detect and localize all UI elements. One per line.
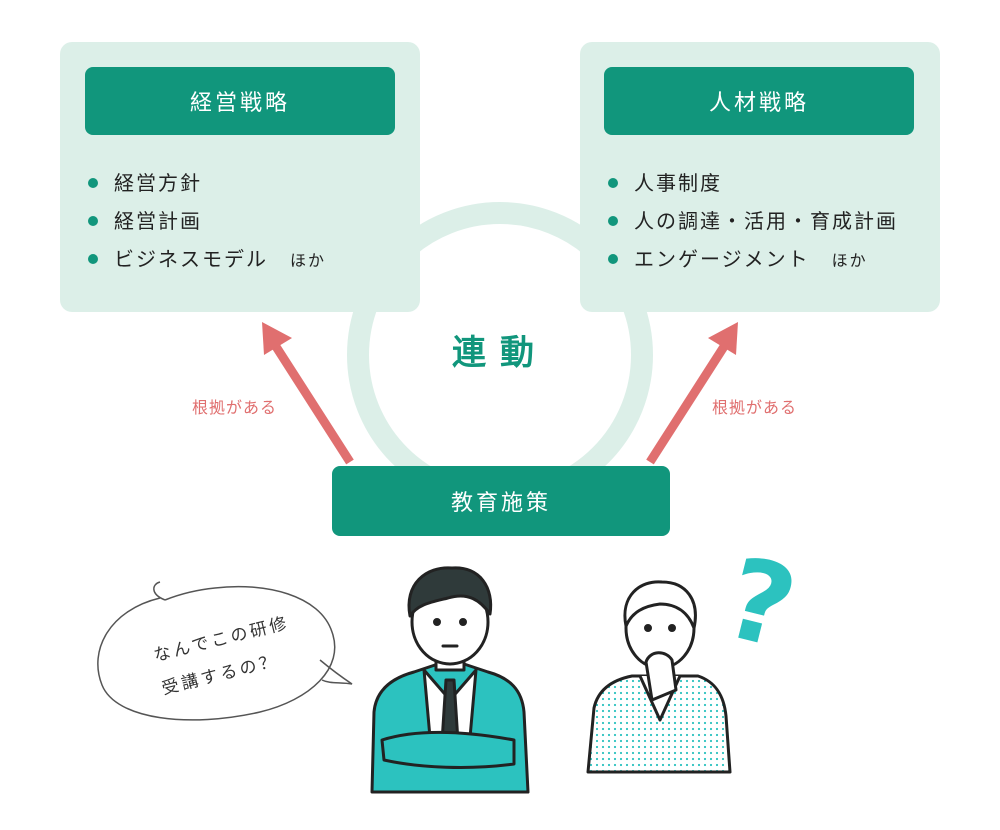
bullet-dot <box>608 216 618 226</box>
man-figure <box>370 566 530 794</box>
woman-figure <box>586 580 732 774</box>
hr-strategy-title: 人材戦略 <box>604 67 914 135</box>
woman-hair <box>623 580 697 630</box>
list-item: ビジネスモデルほか <box>88 240 326 278</box>
bullet-dot <box>608 254 618 264</box>
business-strategy-list: 経営方針 経営計画 ビジネスモデルほか <box>88 164 326 278</box>
man-crossed-arms <box>380 730 516 769</box>
bullet-dot <box>88 216 98 226</box>
list-item: 人事制度 <box>608 164 898 202</box>
arrow-label-right: 根拠がある <box>712 398 798 417</box>
education-measures-box: 教育施策 <box>332 466 670 536</box>
woman-hand-chin <box>644 651 678 702</box>
list-item: 経営計画 <box>88 202 326 240</box>
speech-bubble-tail <box>153 581 166 601</box>
arrow-left <box>262 322 354 465</box>
speech-bubble-pointer <box>319 659 353 685</box>
bullet-dot <box>608 178 618 188</box>
etc-label: ほか <box>831 251 868 270</box>
list-item: 人の調達・活用・育成計画 <box>608 202 898 240</box>
man-eye-right <box>459 618 467 626</box>
man-hair <box>407 566 493 618</box>
bullet-dot <box>88 254 98 264</box>
arrow-label-left: 根拠がある <box>192 398 278 417</box>
man-eye-left <box>433 618 441 626</box>
arrow-right <box>646 322 738 465</box>
woman-body <box>586 674 732 774</box>
linkage-label: 連動 <box>452 333 548 373</box>
hr-strategy-list: 人事制度 人の調達・活用・育成計画 エンゲージメントほか <box>608 164 898 278</box>
woman-eye-left <box>644 624 652 632</box>
speech-bubble-outline <box>97 585 336 721</box>
bullet-dot <box>88 178 98 188</box>
woman-eye-right <box>668 624 676 632</box>
etc-label: ほか <box>290 251 327 270</box>
list-item: エンゲージメントほか <box>608 240 898 278</box>
list-item: 経営方針 <box>88 164 326 202</box>
business-strategy-title: 経営戦略 <box>85 67 395 135</box>
